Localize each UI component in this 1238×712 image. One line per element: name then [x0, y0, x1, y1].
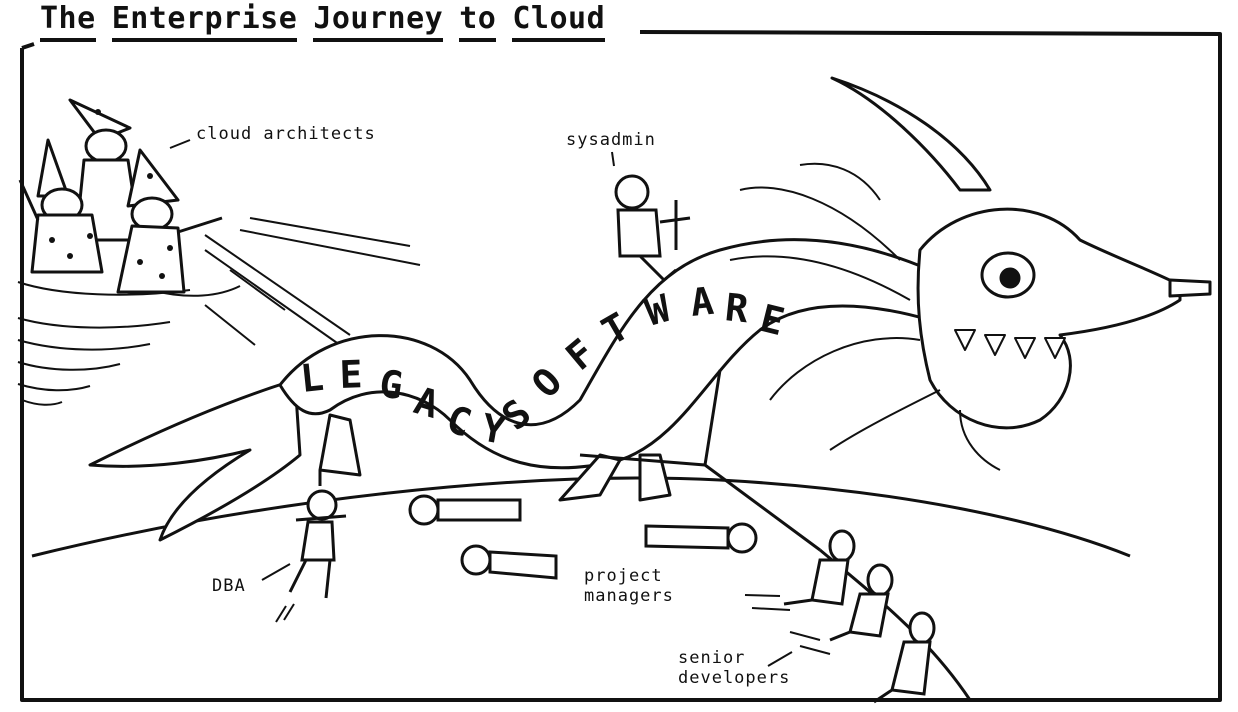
label-cloud-architects: cloud architects — [196, 124, 376, 144]
magic-beam — [204, 217, 421, 346]
dragon-letter: E — [339, 352, 363, 397]
dragon-letter: A — [688, 279, 715, 325]
label-senior-developers: senior developers — [678, 648, 791, 688]
dba-figure — [288, 470, 347, 599]
cloud-architects-pointer-line — [169, 139, 191, 149]
label-sysadmin: sysadmin — [566, 130, 656, 150]
motion-lines — [275, 594, 831, 655]
dragon-letter: L — [298, 355, 325, 401]
ground-horizon — [31, 476, 1131, 558]
title-word: Cloud — [512, 2, 606, 42]
dba-pointer-line — [261, 563, 291, 581]
sysadmin-figure — [614, 174, 691, 283]
title-word: The — [40, 2, 96, 42]
sysadmin-pointer-line — [611, 151, 615, 167]
senior-developers-pointer-line — [767, 651, 793, 667]
dragon-text: L E G A C Y S O F T W A R E — [298, 279, 788, 453]
panel-frame — [20, 30, 1222, 702]
title-word: to — [459, 2, 497, 42]
comic-title: The Enterprise Journey to Cloud — [40, 2, 606, 46]
title-word: Enterprise — [111, 2, 298, 42]
dragon — [88, 76, 1212, 542]
dragon-letter: R — [723, 285, 750, 331]
water-ripples — [17, 281, 241, 406]
label-dba: DBA — [212, 576, 246, 596]
title-word: Journey — [313, 2, 444, 42]
panel-frame-top-left — [21, 42, 35, 50]
cloud-architects-wizards — [18, 98, 223, 294]
dragon-letter: O — [523, 359, 570, 406]
project-managers-figures — [408, 494, 758, 580]
label-project-managers: project managers — [584, 566, 674, 606]
senior-developers-figures — [783, 529, 936, 704]
dragon-letter: G — [377, 361, 406, 408]
